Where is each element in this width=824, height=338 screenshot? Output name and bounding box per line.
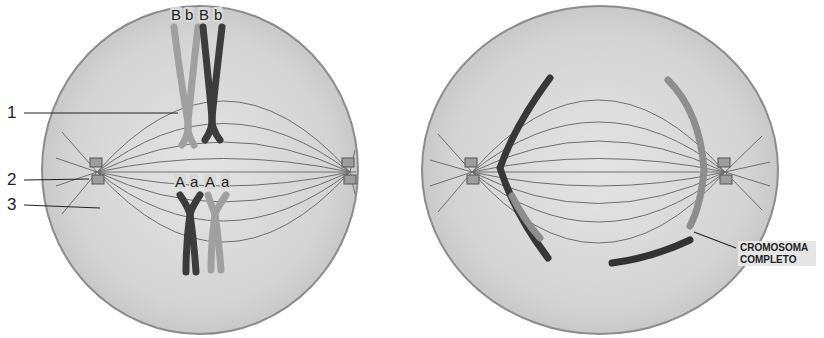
chromatid [180, 195, 190, 272]
spindle-fiber [472, 159, 725, 173]
centriole [90, 158, 102, 167]
astral-rays [56, 132, 97, 214]
chromatid [190, 195, 200, 272]
spindle-fiber [97, 142, 350, 172]
allele-letter: b [184, 7, 194, 22]
chromosome [500, 78, 550, 258]
spindle-fiber [97, 172, 350, 242]
annotation: CROMOSOMA COMPLETO [738, 241, 816, 266]
chromatid [215, 195, 226, 270]
allele-letter: b [213, 7, 223, 22]
chromatid [212, 27, 222, 140]
allele-letter: B [198, 7, 210, 22]
centriole [720, 175, 732, 184]
allele-letter: B [170, 7, 182, 22]
callout-number: 2 [7, 171, 16, 188]
cell-membrane [42, 6, 358, 334]
chromatid [188, 27, 198, 145]
centriole [344, 175, 356, 184]
spindle-fibers [56, 101, 356, 242]
spindle-fiber [97, 101, 350, 172]
leader-line [24, 205, 100, 208]
astral-rays [350, 150, 356, 194]
chromosome [612, 240, 690, 263]
centriole [467, 175, 479, 184]
chromosomes [174, 27, 226, 272]
centriole [92, 175, 104, 184]
callout-number: 1 [7, 104, 16, 121]
callout-number: 3 [7, 196, 16, 213]
spindle-fiber [472, 172, 725, 243]
spindle-fiber [97, 159, 350, 173]
allele-letter: A [204, 174, 216, 189]
centriole [342, 158, 354, 167]
spindle-fiber [472, 172, 725, 173]
spindle-fibers [430, 100, 770, 243]
centriole [718, 158, 730, 167]
astral-rays [430, 134, 472, 212]
astral-rays [725, 136, 770, 210]
leader-lines [24, 113, 178, 208]
leader-line [24, 112, 178, 113]
chromosome [512, 196, 540, 238]
leader-line [24, 179, 89, 180]
spindle-fiber [472, 172, 725, 186]
allele-letter: a [189, 174, 199, 189]
spindle-fiber [97, 172, 350, 173]
chromosome [668, 80, 704, 226]
centriole [465, 158, 477, 167]
leader-line [694, 232, 736, 248]
allele-letter: a [220, 174, 230, 189]
spindle-fiber [97, 124, 350, 173]
chromosomes [500, 78, 704, 263]
cell-membrane [422, 6, 778, 334]
allele-letter: A [174, 174, 186, 189]
